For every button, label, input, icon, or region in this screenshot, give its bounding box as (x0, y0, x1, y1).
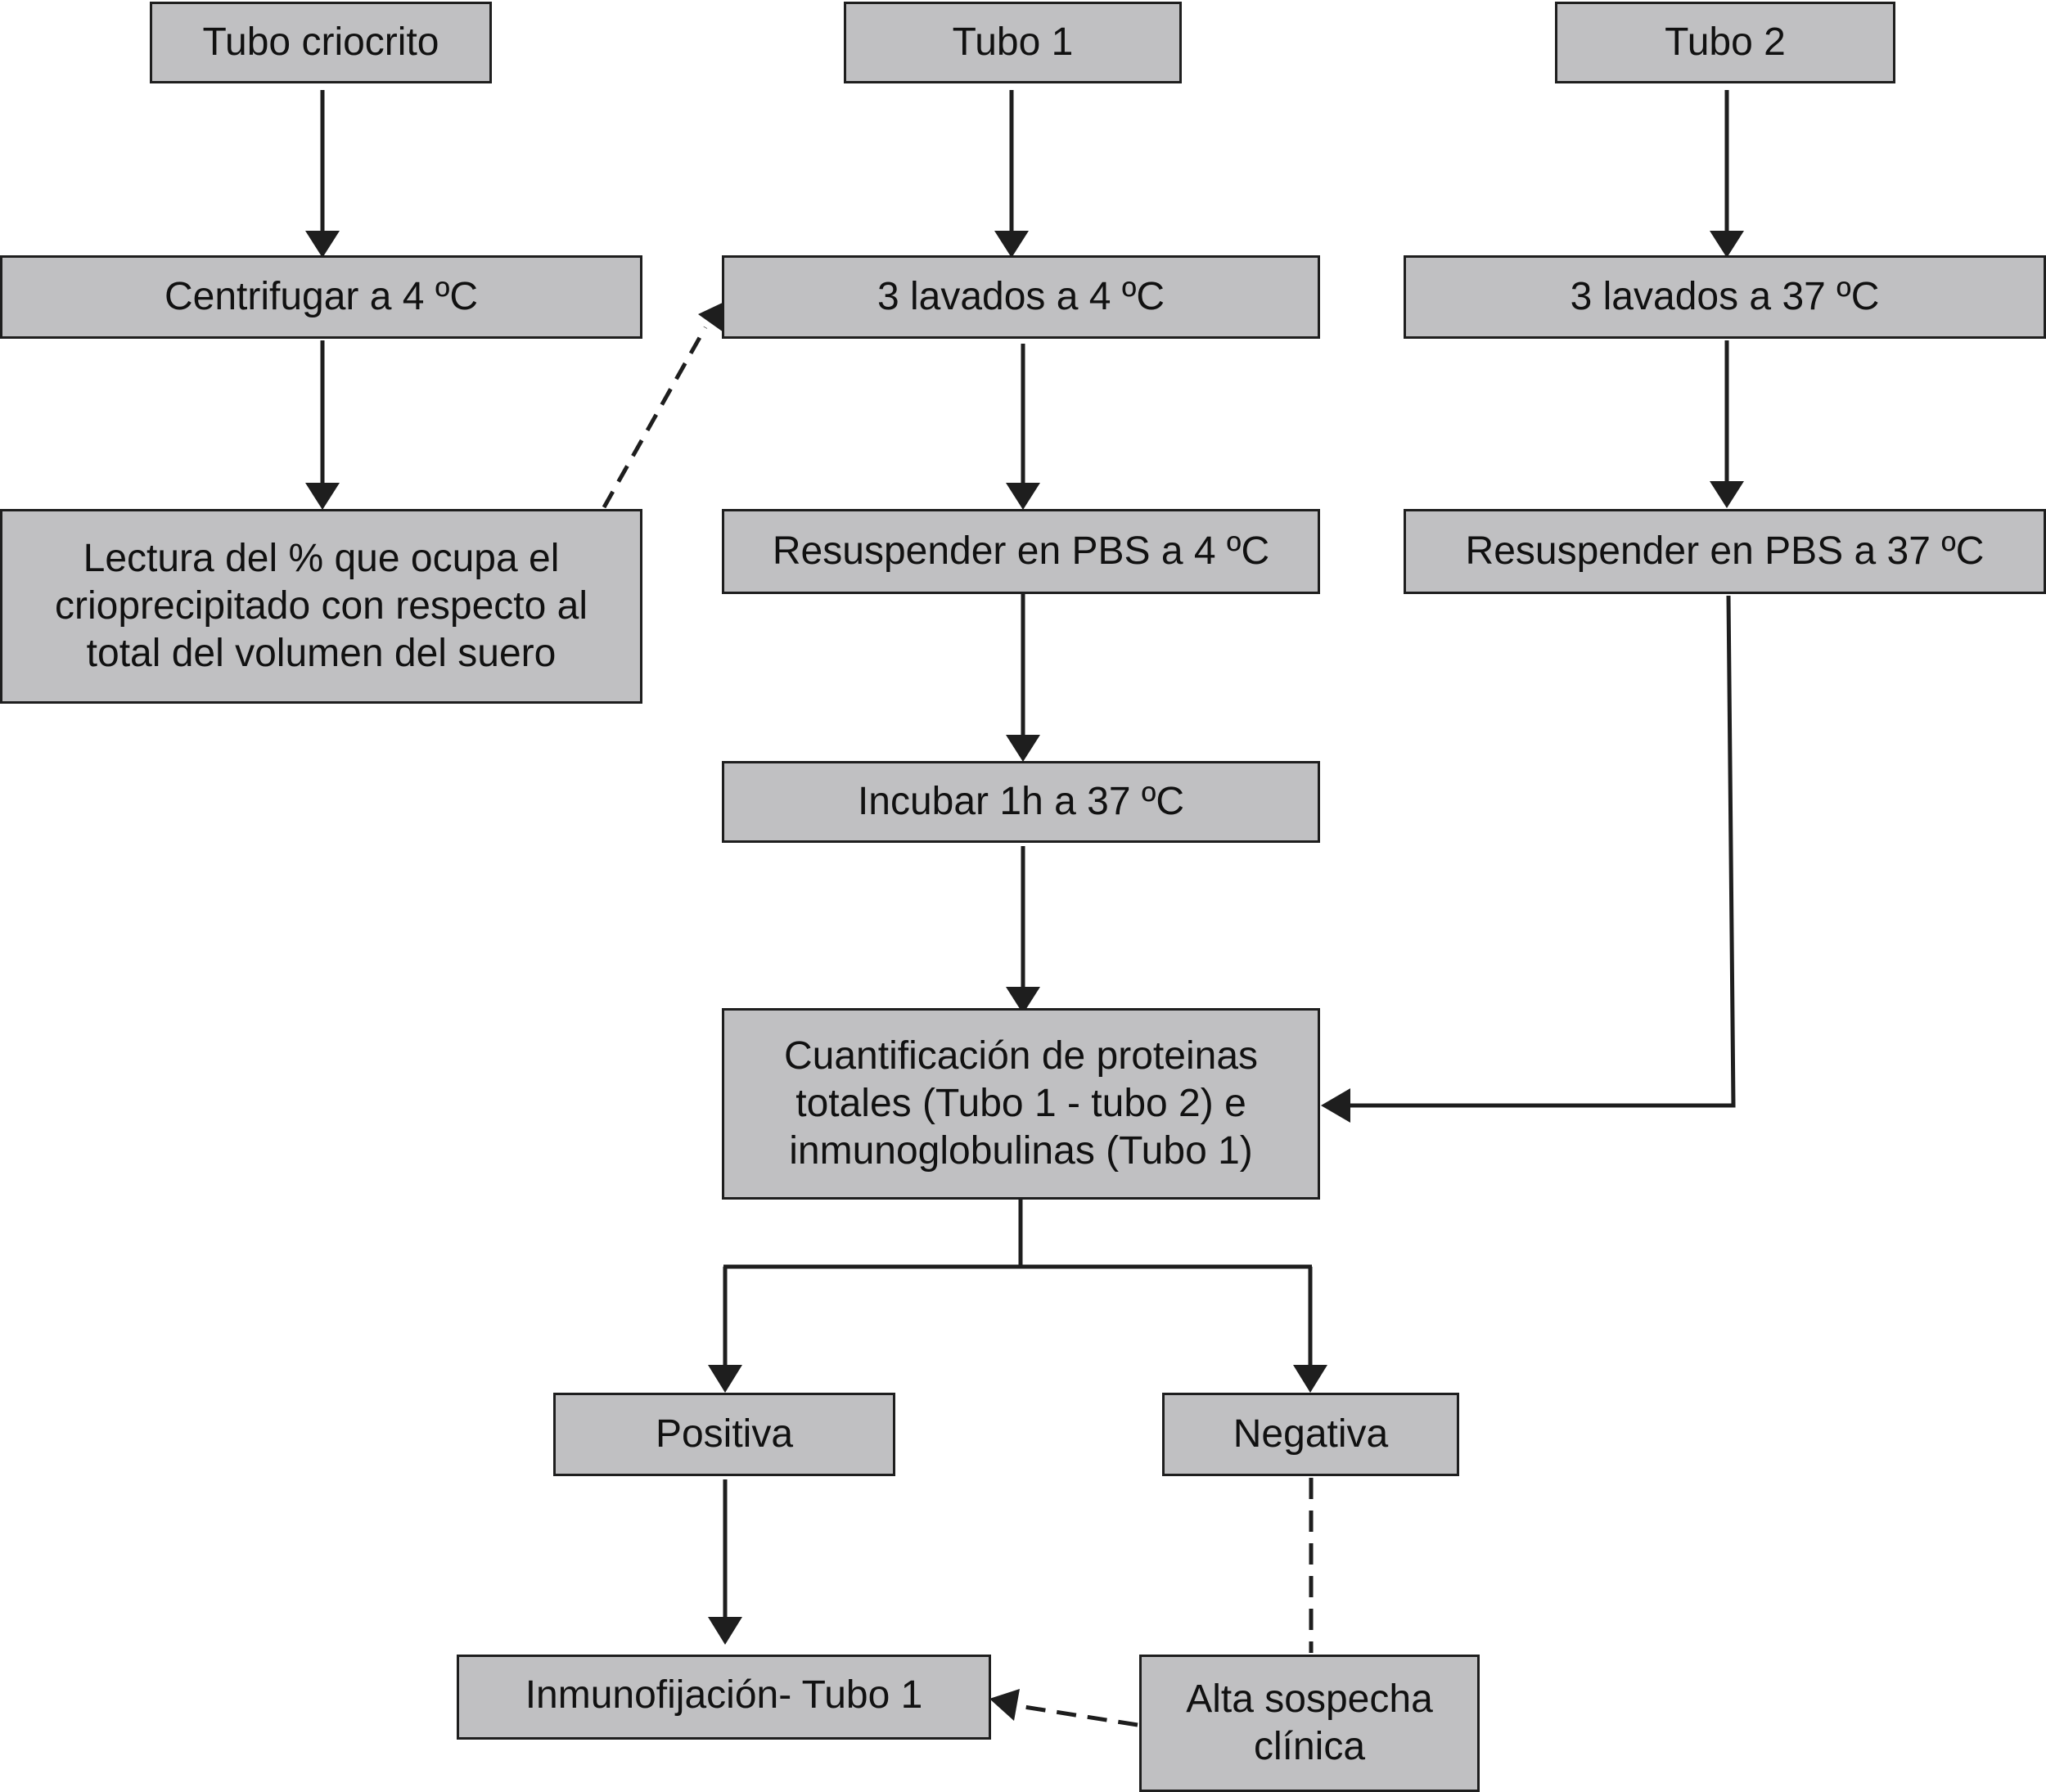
arrowhead (708, 1365, 742, 1393)
node-label: Lectura del % que ocupa el crioprecipita… (54, 537, 588, 675)
node-tubo-2: Tubo 2 (1555, 2, 1895, 83)
node-label: Inmunofijación- Tubo 1 (525, 1673, 923, 1717)
node-lavados-37: 3 lavados a 37 ºC (1404, 255, 2046, 339)
node-tubo-1: Tubo 1 (844, 2, 1182, 83)
node-label: Centrifugar a 4 ºC (164, 275, 479, 318)
arrowhead (305, 231, 340, 258)
arrowhead (305, 483, 340, 510)
node-resuspender-4: Resuspender en PBS a 4 ºC (722, 509, 1320, 594)
node-centrifugar: Centrifugar a 4 ºC (0, 255, 642, 339)
node-positiva: Positiva (553, 1393, 895, 1476)
node-lectura: Lectura del % que ocupa el crioprecipita… (0, 509, 642, 704)
arrowhead (1710, 481, 1744, 508)
arrowhead (994, 231, 1029, 258)
arrowhead (1293, 1365, 1327, 1393)
arrowhead (1321, 1088, 1350, 1123)
node-label: Resuspender en PBS a 4 ºC (772, 529, 1270, 573)
arrowhead (989, 1689, 1020, 1721)
node-label: Resuspender en PBS a 37 ºC (1465, 529, 1985, 573)
node-label: 3 lavados a 37 ºC (1570, 275, 1880, 318)
node-lavados-4: 3 lavados a 4 ºC (722, 255, 1320, 339)
node-alta-sospecha: Alta sospecha clínica (1139, 1655, 1480, 1792)
arrowhead (708, 1617, 742, 1645)
edge-alta-sospecha-to-inmunofijacion-dashed (1018, 1704, 1138, 1727)
node-tubo-criocrito: Tubo criocrito (150, 2, 492, 83)
node-incubar: Incubar 1h a 37 ºC (722, 761, 1320, 843)
node-label: Negativa (1233, 1412, 1389, 1456)
node-label: Tubo 1 (952, 20, 1074, 64)
arrowhead (698, 300, 728, 332)
edge-resuspender-37-to-cuantificacion (1350, 595, 1736, 1108)
node-cuantificacion: Cuantificación de proteinas totales (Tub… (722, 1008, 1320, 1200)
node-label: Positiva (655, 1412, 794, 1456)
arrowhead (1006, 987, 1040, 1014)
node-label: Tubo 2 (1665, 20, 1786, 64)
arrowhead (1006, 483, 1040, 510)
node-label: Incubar 1h a 37 ºC (857, 780, 1185, 823)
node-negativa: Negativa (1162, 1393, 1459, 1476)
node-inmunofijacion: Inmunofijación- Tubo 1 (457, 1655, 991, 1740)
arrowhead (1006, 735, 1040, 762)
node-label: 3 lavados a 4 ºC (877, 275, 1165, 318)
node-label: Alta sospecha clínica (1186, 1677, 1433, 1768)
node-label: Cuantificación de proteinas totales (Tub… (783, 1034, 1259, 1173)
node-resuspender-37: Resuspender en PBS a 37 ºC (1404, 509, 2046, 594)
node-label: Tubo criocrito (202, 20, 439, 64)
edge-lectura-to-lavados-4-dashed (602, 326, 708, 509)
arrowhead (1710, 231, 1744, 258)
